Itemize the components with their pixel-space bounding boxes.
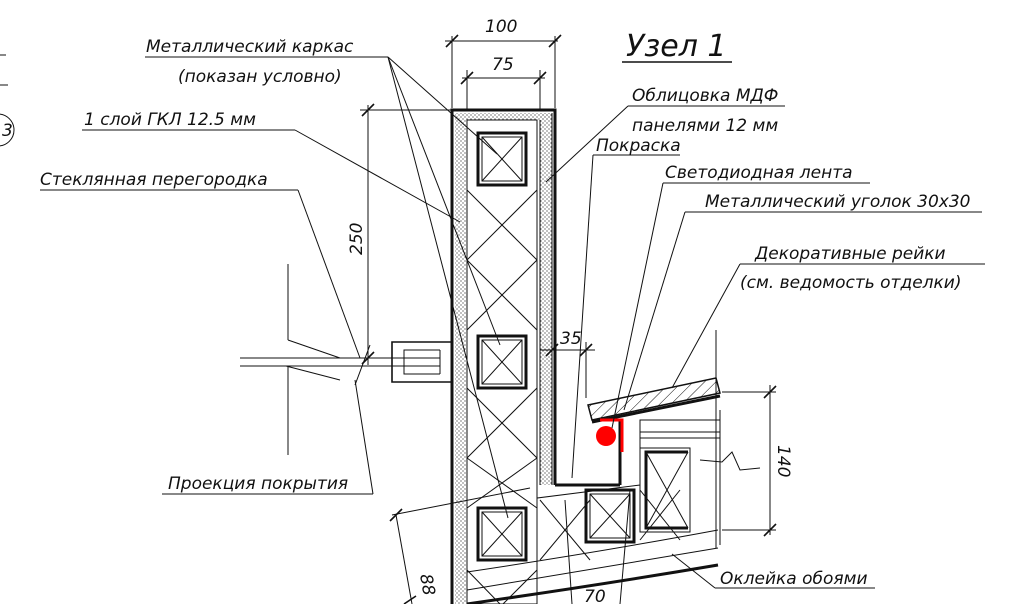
label-slats-note: (см. ведомость отделки) [740, 273, 961, 293]
dimension-texts: 100 75 250 35 140 88 70 [347, 17, 793, 604]
labels: Металлический каркас (показан условно) 1… [40, 37, 971, 589]
metal-angle [600, 418, 624, 452]
node-title: Узел 1 [626, 29, 727, 64]
label-metal-frame-note: (показан условно) [178, 67, 342, 87]
label-mdf: Облицовка МДФ [632, 86, 778, 106]
leader-lines [40, 56, 985, 589]
main-wall [450, 108, 557, 604]
dim-35: 35 [560, 329, 582, 349]
label-gkl: 1 слой ГКЛ 12.5 мм [84, 110, 256, 130]
left-mark: 3 [0, 54, 15, 147]
glass-partition [240, 264, 452, 455]
label-metal-angle: Металлический уголок 30х30 [705, 192, 971, 212]
decorative-slats [587, 377, 721, 424]
title-group: Узел 1 [622, 29, 732, 64]
label-led-strip: Светодиодная лента [665, 163, 853, 183]
label-projection: Проекция покрытия [168, 474, 348, 494]
dimensions [360, 34, 777, 604]
dim-75: 75 [492, 55, 514, 75]
label-paint: Покраска [596, 136, 681, 156]
label-mdf-panels: панелями 12 мм [632, 116, 778, 136]
label-decorative-slats: Декоративные рейки [754, 244, 946, 264]
led-strip-icon [596, 426, 616, 446]
dim-140: 140 [773, 445, 793, 477]
left-mark-text: 3 [2, 121, 13, 141]
dim-70: 70 [584, 587, 606, 604]
label-glass-partition: Стеклянная перегородка [40, 170, 268, 190]
dim-100: 100 [485, 17, 517, 37]
label-metal-frame: Металлический каркас [146, 37, 354, 57]
dim-88: 88 [415, 572, 438, 597]
label-wallpaper: Оклейка обоями [720, 569, 868, 589]
dim-250: 250 [347, 223, 367, 255]
bottom-box [466, 330, 761, 604]
